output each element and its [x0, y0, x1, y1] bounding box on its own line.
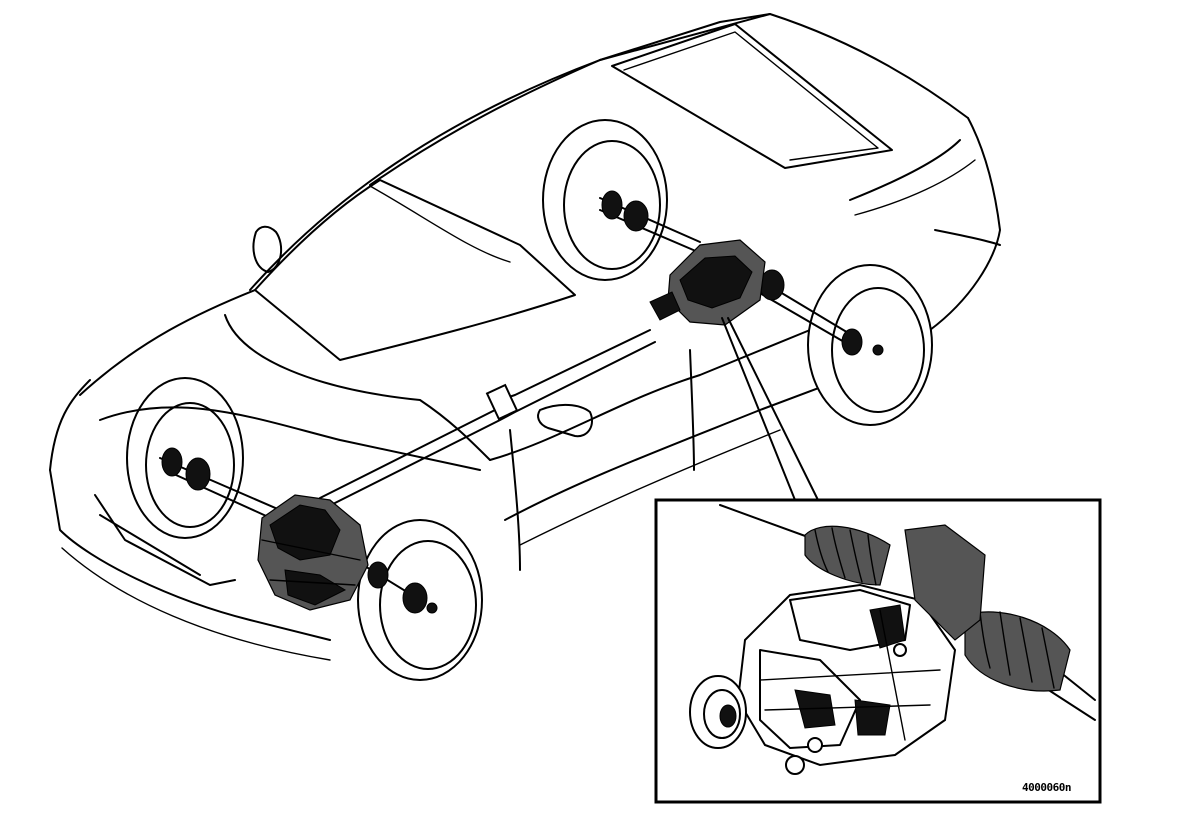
rear-right-driveshaft: [757, 269, 863, 356]
output-flange: [689, 675, 747, 749]
differential-housing: [736, 524, 986, 775]
propeller-shaft: [319, 329, 656, 509]
car-body-outline: [49, 13, 1001, 661]
left-cv-boot: [804, 525, 891, 586]
front-left-driveshaft: [159, 447, 281, 521]
rear-right-wheel: [807, 264, 933, 426]
reference-code: 4000060n: [1022, 781, 1071, 794]
detail-inset: [654, 498, 1102, 804]
right-cv-boot: [964, 611, 1071, 692]
front-left-wheel: [126, 377, 244, 539]
front-gearbox: [257, 494, 369, 611]
rear-differential: [649, 239, 766, 326]
callout-leader-lines: [721, 317, 819, 501]
rear-left-driveshaft: [599, 190, 701, 253]
